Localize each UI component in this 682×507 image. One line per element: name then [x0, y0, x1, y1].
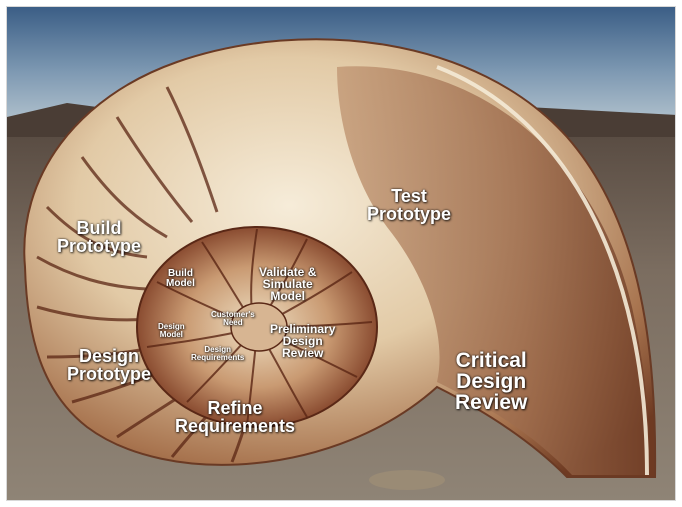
pebble — [369, 470, 445, 490]
nautilus-photo: Test Prototype Build Prototype Critical … — [6, 6, 676, 501]
nautilus-shell-illustration — [7, 7, 676, 501]
spiral-core — [231, 303, 287, 351]
